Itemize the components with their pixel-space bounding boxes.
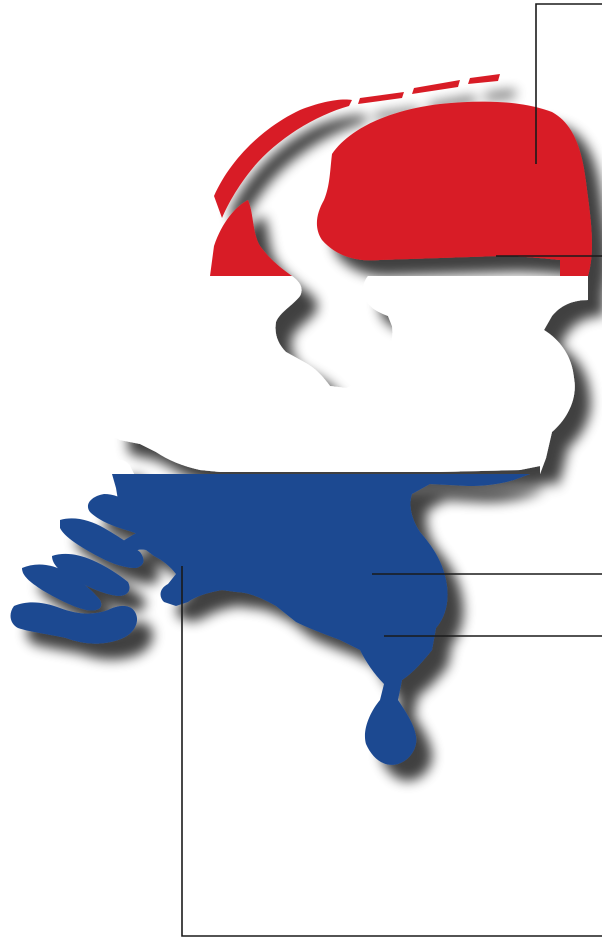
country-shadow-group — [10, 74, 592, 765]
callout-leader-groningen — [535, 3, 602, 164]
callout-leader-zeeland — [181, 566, 602, 937]
